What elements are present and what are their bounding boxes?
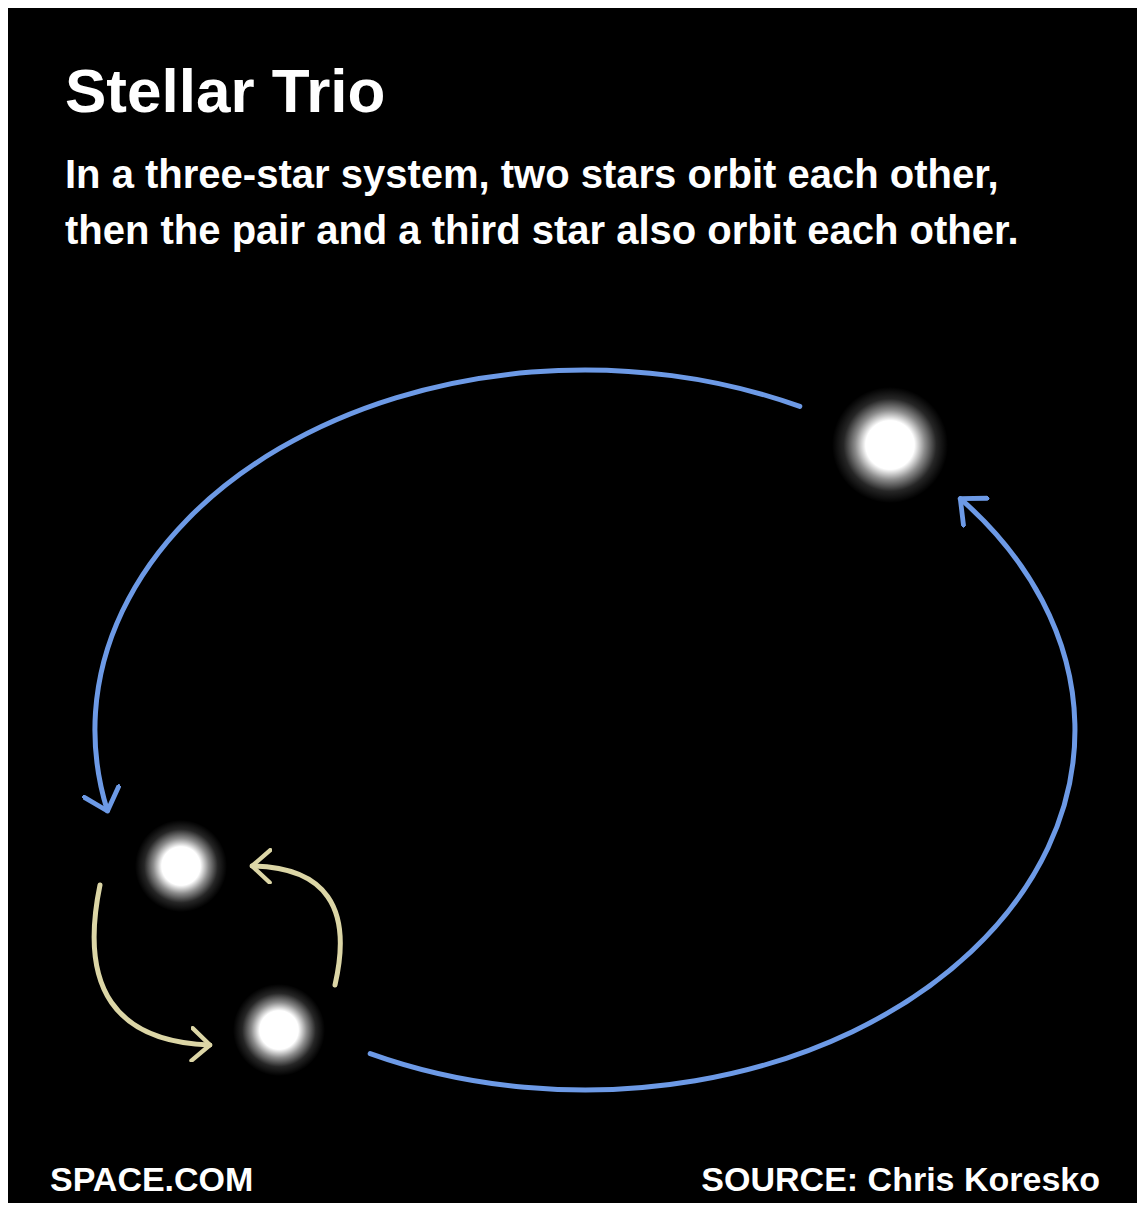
inner-orbit <box>252 866 340 985</box>
outer-orbit <box>370 499 1075 1090</box>
outer-orbit <box>95 370 800 811</box>
star <box>233 984 325 1076</box>
caption: In a three-star system, two stars orbit … <box>65 146 1075 258</box>
credit-label: SPACE.COM <box>50 1162 253 1196</box>
source-label: SOURCE: Chris Koresko <box>701 1162 1100 1196</box>
title: Stellar Trio <box>65 60 385 122</box>
star <box>135 820 227 912</box>
star <box>832 387 948 503</box>
